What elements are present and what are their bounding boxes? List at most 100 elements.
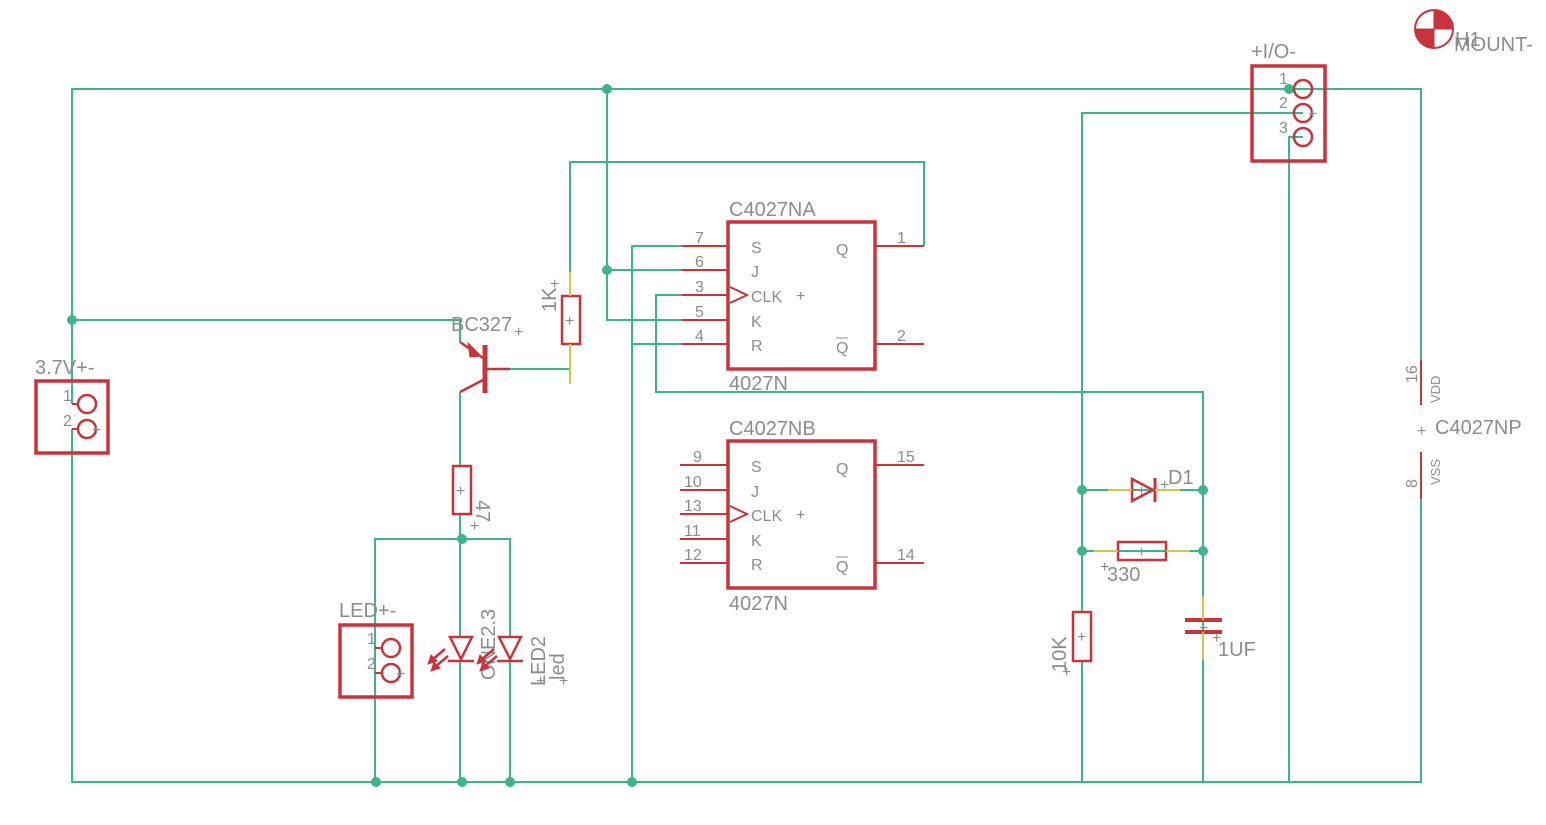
pin-number: 2: [367, 656, 376, 673]
connector-name: LED+-: [339, 600, 396, 622]
origin-mark: +: [1137, 544, 1146, 561]
origin-mark: +: [1212, 630, 1221, 647]
junction-dot: [457, 777, 467, 787]
connector-led[interactable]: LED+- 1 2 +: [338, 600, 414, 699]
pin-number: 3: [1279, 120, 1288, 137]
clock-triangle-icon: [729, 505, 750, 523]
led-led2[interactable]: LED2 led + +: [476, 635, 569, 690]
net-gnd-bottom-rail[interactable]: [71, 429, 1422, 783]
resistor-body: [1071, 610, 1093, 663]
junction-dot: [602, 84, 612, 94]
led-one2-3[interactable]: ONE2.3: [427, 609, 500, 680]
pin-number: 1: [1279, 71, 1288, 88]
connector-body: [34, 379, 110, 455]
junction-dot: [67, 315, 77, 325]
pin-number: 3: [695, 279, 704, 296]
ic-c4027nb[interactable]: C4027NB 4027N 9 10 13 11 12 S J CLK K R …: [680, 418, 924, 615]
pin-number: 7: [695, 230, 704, 247]
pin-label: K: [751, 314, 762, 331]
connector-body: [1250, 64, 1327, 163]
origin-mark: +: [796, 507, 805, 524]
pin-label: Q: [836, 461, 848, 478]
net-s-r-gnd[interactable]: [631, 245, 682, 782]
mount-name: H1: [1455, 29, 1481, 51]
net-io-2[interactable]: [1081, 112, 1303, 612]
pin-number: 11: [684, 523, 701, 540]
net-clk[interactable]: [655, 294, 1204, 782]
light-arrow-head-icon: [479, 661, 490, 672]
origin-mark: +: [470, 518, 479, 535]
origin-mark: +: [1199, 620, 1208, 637]
transistor-name: BC327: [451, 314, 512, 336]
transistor-collector-lead: [459, 378, 484, 394]
emitter-arrow-icon: [467, 341, 483, 358]
pin-label: S: [751, 240, 762, 257]
resistor-10k[interactable]: + 10K +: [1049, 610, 1093, 681]
resistor-value: 330: [1107, 564, 1140, 586]
pin-number: 1: [897, 230, 906, 247]
pin-label: VSS: [1428, 459, 1443, 485]
connector-io[interactable]: +I/O- 1 2 3 +: [1250, 41, 1327, 163]
net-j-k-vdd[interactable]: [606, 89, 682, 321]
capacitor-value: 1UF: [1218, 639, 1256, 661]
pin-label: K: [751, 533, 762, 550]
pin-number: 9: [693, 449, 702, 466]
pin-number: 6: [695, 254, 704, 271]
mount-value: MOUNT-: [1454, 34, 1533, 56]
pin-number: 2: [1279, 95, 1288, 112]
junction-dot: [457, 534, 467, 544]
net-q-feedback[interactable]: [569, 161, 925, 296]
junction-dot: [1198, 485, 1208, 495]
pin-number: 15: [897, 449, 915, 466]
net-vdd-top-rail[interactable]: [71, 88, 1422, 405]
net-io-3[interactable]: [1288, 136, 1303, 782]
led-triangle-icon: [496, 635, 524, 662]
pin-number: 1: [367, 631, 376, 648]
connector-name: +I/O-: [1251, 41, 1296, 63]
pin-number: 5: [695, 304, 704, 321]
pad-circle: [1292, 126, 1314, 148]
pin-label: S: [751, 459, 762, 476]
ic-c4027na[interactable]: C4027NA 4027N 7 6 3 5 4 S J CLK K R 1 2 …: [682, 199, 924, 395]
pin-number: 2: [897, 328, 906, 345]
pin-label: CLK: [751, 289, 782, 306]
pin-number: 8: [1404, 479, 1421, 488]
pad-circle: [380, 637, 402, 659]
origin-mark: +: [456, 483, 465, 500]
connector-name: 3.7V+-: [35, 357, 94, 379]
pad-circle: [1292, 102, 1314, 124]
light-arrow-head-icon: [476, 654, 487, 665]
origin-mark: +: [565, 313, 574, 330]
mount-hole-h1[interactable]: H1 MOUNT-: [1414, 9, 1533, 56]
transistor-bc327[interactable]: BC327 +: [451, 314, 523, 394]
resistor-1k[interactable]: + 1K +: [539, 272, 582, 384]
pin-number: 16: [1404, 365, 1421, 383]
junction-dot: [371, 777, 381, 787]
origin-mark: +: [796, 288, 805, 305]
junction-dot: [1077, 546, 1087, 556]
ic-name: C4027NA: [729, 199, 816, 221]
ic-value: 4027N: [729, 373, 788, 395]
diode-d1[interactable]: + D1 +: [1108, 467, 1194, 504]
led-value: led: [547, 653, 569, 680]
pin-label-inverted: Q: [836, 559, 848, 576]
pin-number: 10: [684, 474, 702, 491]
ic-power-c4027np[interactable]: C4027NP + 16 VDD 8 VSS: [1404, 360, 1522, 499]
origin-mark: +: [514, 324, 523, 341]
junction-dot: [1198, 546, 1208, 556]
connector-battery[interactable]: 3.7V+- 1 2 +: [34, 357, 110, 455]
net-emitter[interactable]: [72, 319, 461, 342]
resistor-47[interactable]: + 47 +: [451, 464, 493, 535]
pin-label: J: [751, 264, 759, 281]
resistor-value: 47: [471, 500, 493, 522]
resistor-330[interactable]: + 330 +: [1094, 540, 1190, 586]
origin-mark: +: [1077, 629, 1086, 646]
pin-number: 4: [695, 328, 704, 345]
origin-mark: +: [1100, 559, 1109, 576]
origin-mark: +: [1417, 423, 1426, 440]
net-led-anode[interactable]: [374, 538, 511, 672]
pin-number: 13: [684, 498, 702, 515]
junction-dot: [505, 777, 515, 787]
capacitor-1uf[interactable]: + 1UF +: [1185, 596, 1256, 661]
junction-dot: [1284, 84, 1294, 94]
